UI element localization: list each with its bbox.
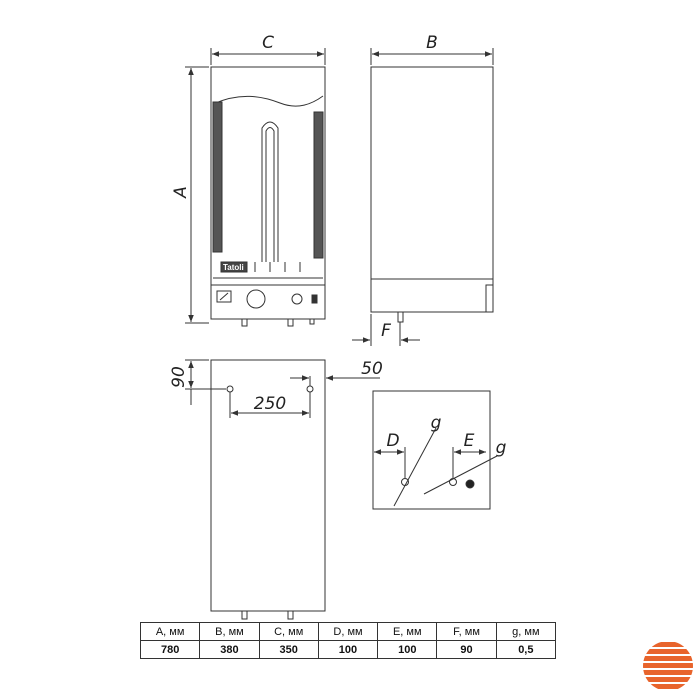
dim-label-g2: g	[496, 438, 507, 458]
power-switch	[311, 294, 318, 304]
dimension-c	[210, 48, 326, 65]
front-panel-wave	[212, 95, 324, 107]
bottom-outlet	[465, 479, 475, 489]
side-pipe	[397, 311, 404, 323]
leader-g2	[423, 455, 498, 495]
leader-g1	[393, 427, 437, 507]
heating-element-inner	[265, 127, 275, 262]
front-pipe-left	[241, 318, 248, 327]
specs-header-row: A, мм B, мм C, мм D, мм E, мм F, мм g, м…	[139, 622, 557, 641]
spec-value: 100	[317, 640, 379, 659]
thermometer-window	[216, 290, 232, 303]
bottom-view	[372, 390, 491, 510]
logo-bar	[643, 642, 693, 647]
specs-value-row: 780 380 350 100 100 90 0,5	[139, 640, 557, 659]
mount-hole-left	[226, 385, 234, 393]
dim-label-g1: g	[431, 413, 442, 433]
dimension-b	[370, 48, 494, 65]
dimension-250	[229, 392, 311, 418]
dim-label-250: 250	[254, 394, 286, 414]
dimension-a	[185, 66, 209, 324]
logo-bar	[643, 649, 693, 654]
dim-label-c: C	[262, 33, 274, 53]
brand-plate	[220, 261, 248, 273]
spec-header: A, мм	[139, 622, 201, 641]
logo-bar	[643, 663, 693, 668]
heating-element-outer	[261, 121, 279, 262]
back-pipe-left	[241, 610, 248, 620]
spec-header: g, мм	[495, 622, 557, 641]
logo-bar	[643, 670, 693, 675]
left-dark-stripe	[212, 101, 223, 253]
spec-header: F, мм	[436, 622, 497, 641]
side-body	[370, 66, 494, 313]
back-pipe-right	[287, 610, 294, 620]
spec-header: E, мм	[377, 622, 438, 641]
radiator-logo-icon	[643, 642, 693, 689]
dim-label-f: F	[381, 321, 391, 341]
spec-value: 380	[199, 640, 260, 659]
spec-value: 0,5	[495, 640, 557, 659]
spec-header: B, мм	[199, 622, 260, 641]
bottom-body	[372, 390, 491, 510]
back-body	[210, 359, 326, 612]
mount-hole-right	[306, 385, 314, 393]
spec-header: C, мм	[258, 622, 319, 641]
side-view	[370, 66, 494, 323]
dimension-e	[452, 447, 486, 478]
side-bracket	[485, 284, 494, 313]
brand-text: Tatoli	[223, 263, 244, 272]
dim-label-a: A	[171, 186, 191, 199]
bottom-pipe-2	[449, 478, 457, 486]
thermometer-needle	[219, 292, 229, 301]
dim-label-b: B	[426, 33, 438, 53]
thermostat-knob	[246, 289, 266, 309]
right-dark-stripe	[313, 111, 324, 259]
dim-label-90: 90	[169, 366, 189, 388]
spec-value: 100	[377, 640, 438, 659]
dim-label-50: 50	[361, 359, 383, 379]
spec-header: D, мм	[317, 622, 379, 641]
logo-bar	[643, 684, 693, 689]
dim-label-e: E	[464, 431, 475, 451]
dimension-f	[352, 314, 420, 346]
dim-label-d: D	[386, 431, 399, 451]
spec-value: 350	[258, 640, 319, 659]
indicator-ring	[291, 293, 303, 305]
front-pipe-right	[287, 318, 294, 327]
dimension-50	[290, 370, 380, 386]
spec-value: 780	[139, 640, 201, 659]
dimension-d	[374, 447, 406, 478]
front-view	[210, 66, 326, 327]
dimension-90	[185, 359, 226, 405]
logo-bar	[643, 656, 693, 661]
specs-table: A, мм B, мм C, мм D, мм E, мм F, мм g, м…	[139, 622, 557, 659]
front-pipe-small	[309, 318, 315, 325]
logo-bar	[643, 677, 693, 682]
spec-value: 90	[436, 640, 497, 659]
front-body	[210, 66, 326, 320]
